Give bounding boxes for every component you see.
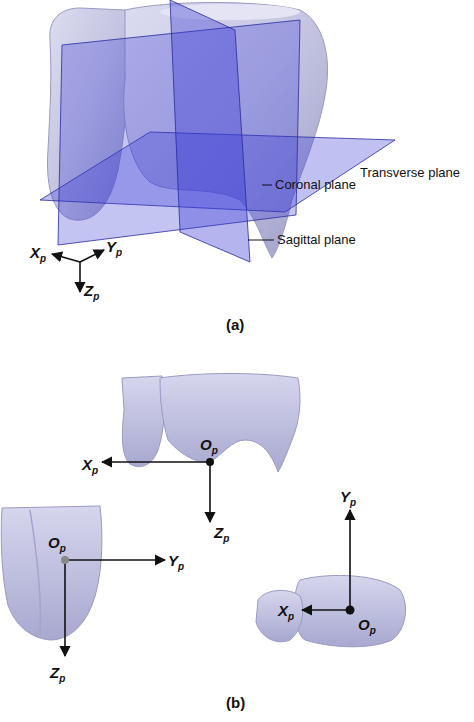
axis-label: Yp (340, 488, 356, 505)
axis-arrow (349, 510, 351, 610)
origin-dot (61, 556, 69, 564)
axis-arrow (65, 559, 165, 561)
plane-label: Coronal plane (275, 177, 356, 192)
axis-label: Yp (168, 552, 184, 569)
panel-label: (b) (226, 694, 245, 711)
axis-arrow (302, 609, 350, 611)
axis-arrow (52, 254, 80, 262)
plane-label: Transverse plane (360, 165, 460, 180)
tibia-shape (160, 374, 300, 473)
plane-label: Sagittal plane (277, 232, 356, 247)
leader-line (262, 185, 272, 186)
axis-arrow (209, 462, 211, 522)
axis-label: Op (358, 616, 376, 633)
axis-arrow (64, 560, 66, 656)
fibula-inferior (256, 590, 303, 641)
axis-arrow (102, 461, 210, 463)
axis-label: Op (48, 534, 66, 551)
axis-label: Xp (278, 602, 294, 619)
axis-label: Op (200, 436, 218, 453)
panel-label: (a) (226, 316, 244, 333)
origin-dot (346, 606, 355, 615)
axis-arrow (79, 262, 81, 292)
origin-dot (206, 458, 214, 466)
axis-label: Xp (82, 456, 98, 473)
bone-shading (30, 510, 41, 635)
bone-lateral (1, 506, 102, 640)
axis-label: Xp (30, 244, 46, 261)
axis-label: Zp (50, 664, 65, 681)
sagittal-plane (170, 0, 250, 262)
axis-label: Zp (84, 282, 99, 299)
leader-line (248, 240, 274, 241)
fibula-shape (122, 376, 164, 467)
axis-arrow (80, 250, 104, 262)
axis-label: Zp (214, 524, 229, 541)
axis-label: Yp (106, 238, 122, 255)
